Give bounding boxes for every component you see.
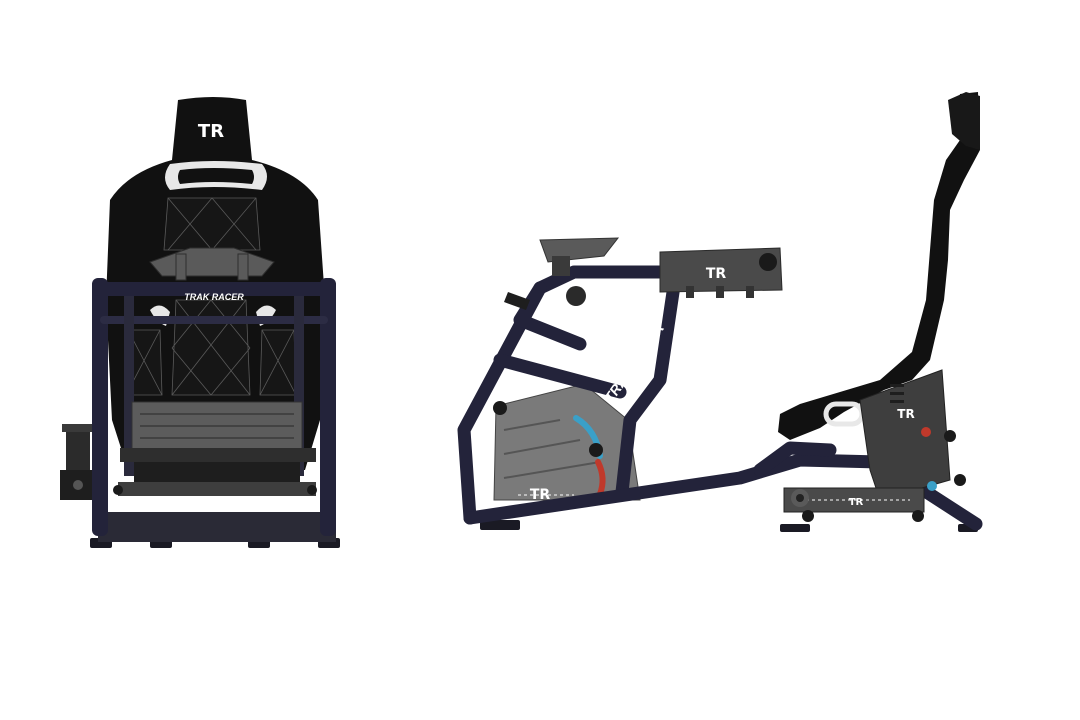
front-wheel-deck — [149, 247, 275, 281]
front-base-plate — [98, 512, 336, 542]
shifter-mount — [60, 424, 94, 500]
side-shifter-handle — [504, 292, 530, 310]
seat-headrest — [948, 92, 980, 150]
front-pedal-plate — [113, 401, 317, 496]
rail-logo: TR — [849, 497, 864, 508]
front-frame — [92, 278, 336, 536]
side-seat — [778, 92, 980, 440]
seat-bracket-logo: TR — [897, 407, 914, 421]
red-adjust-slot — [595, 459, 606, 497]
front-view-cockpit: TR — [60, 97, 340, 548]
quilted-backrest — [125, 197, 297, 396]
side-view-cockpit: TR TRAK RACER TR — [457, 92, 983, 532]
wheel-deck-logo: TR — [706, 266, 727, 282]
seat-slider-rail — [783, 487, 925, 522]
side-plate-logo: TR — [530, 487, 551, 503]
front-crossbar-label: TRAK RACER — [184, 292, 244, 302]
headrest-logo: TR — [198, 121, 224, 142]
side-floor-feet — [480, 520, 978, 532]
side-wheel-deck — [539, 237, 783, 298]
